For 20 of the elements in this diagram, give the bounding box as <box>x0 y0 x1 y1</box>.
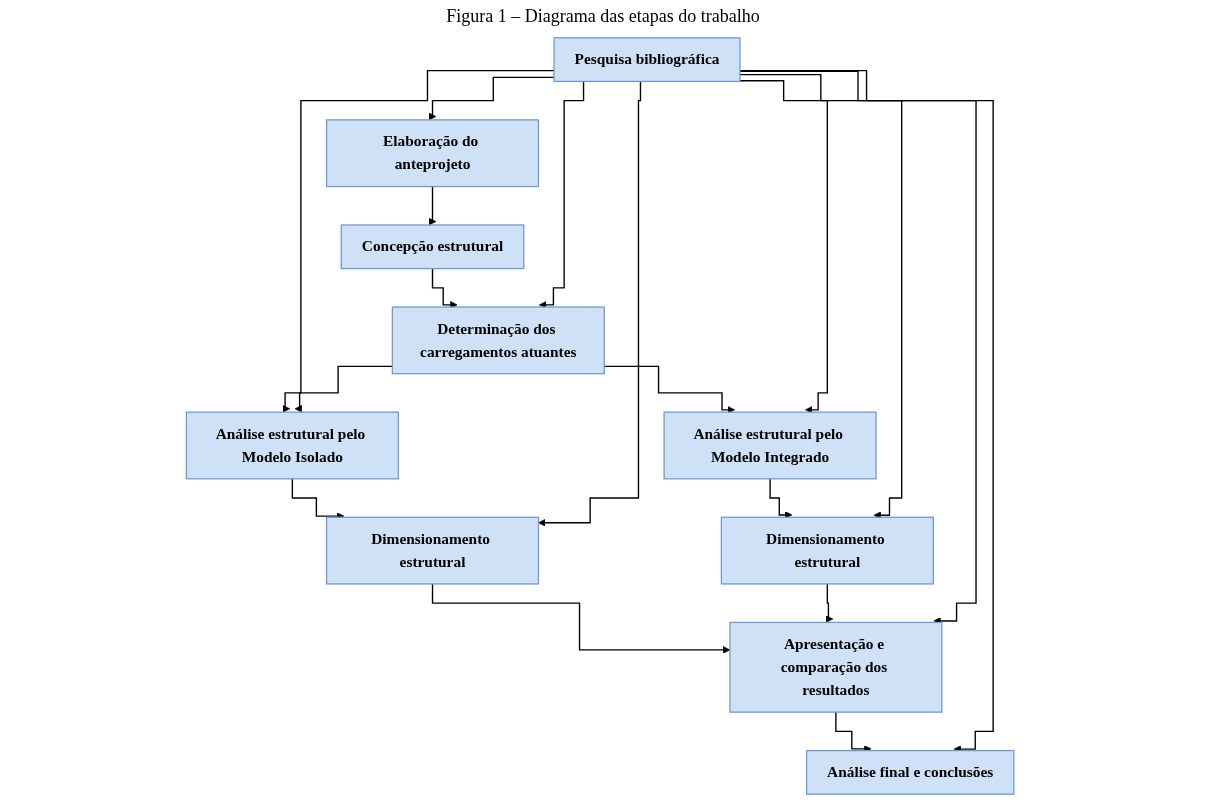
figure-title: Figura 1 – Diagrama das etapas do trabalho <box>445 6 761 27</box>
node-box: Apresentação e comparação dos resultados <box>729 621 943 713</box>
node-box: Análise estrutural pelo Modelo Isolado <box>185 411 399 480</box>
arrow <box>282 365 393 413</box>
arrow <box>291 478 345 520</box>
node-box: Concepção estrutural <box>340 224 525 270</box>
arrow <box>739 80 828 414</box>
arrow <box>739 70 977 625</box>
node-box: Dimensionamento estrutural <box>325 516 539 585</box>
arrow <box>769 478 793 519</box>
arrow <box>537 80 644 527</box>
node-box: Pesquisa bibliográfica <box>553 37 741 83</box>
arrow <box>825 583 834 623</box>
arrow <box>431 267 458 309</box>
node-box: Elaboração do anteprojeto <box>325 119 539 188</box>
arrow <box>428 185 437 226</box>
node-box: Análise estrutural pelo Modelo Integrado <box>663 411 877 480</box>
node-box: Análise final e conclusões <box>805 749 1015 795</box>
node-box: Dimensionamento estrutural <box>720 516 934 585</box>
node-box: Determinação dos carregamentos atuantes <box>391 306 605 375</box>
